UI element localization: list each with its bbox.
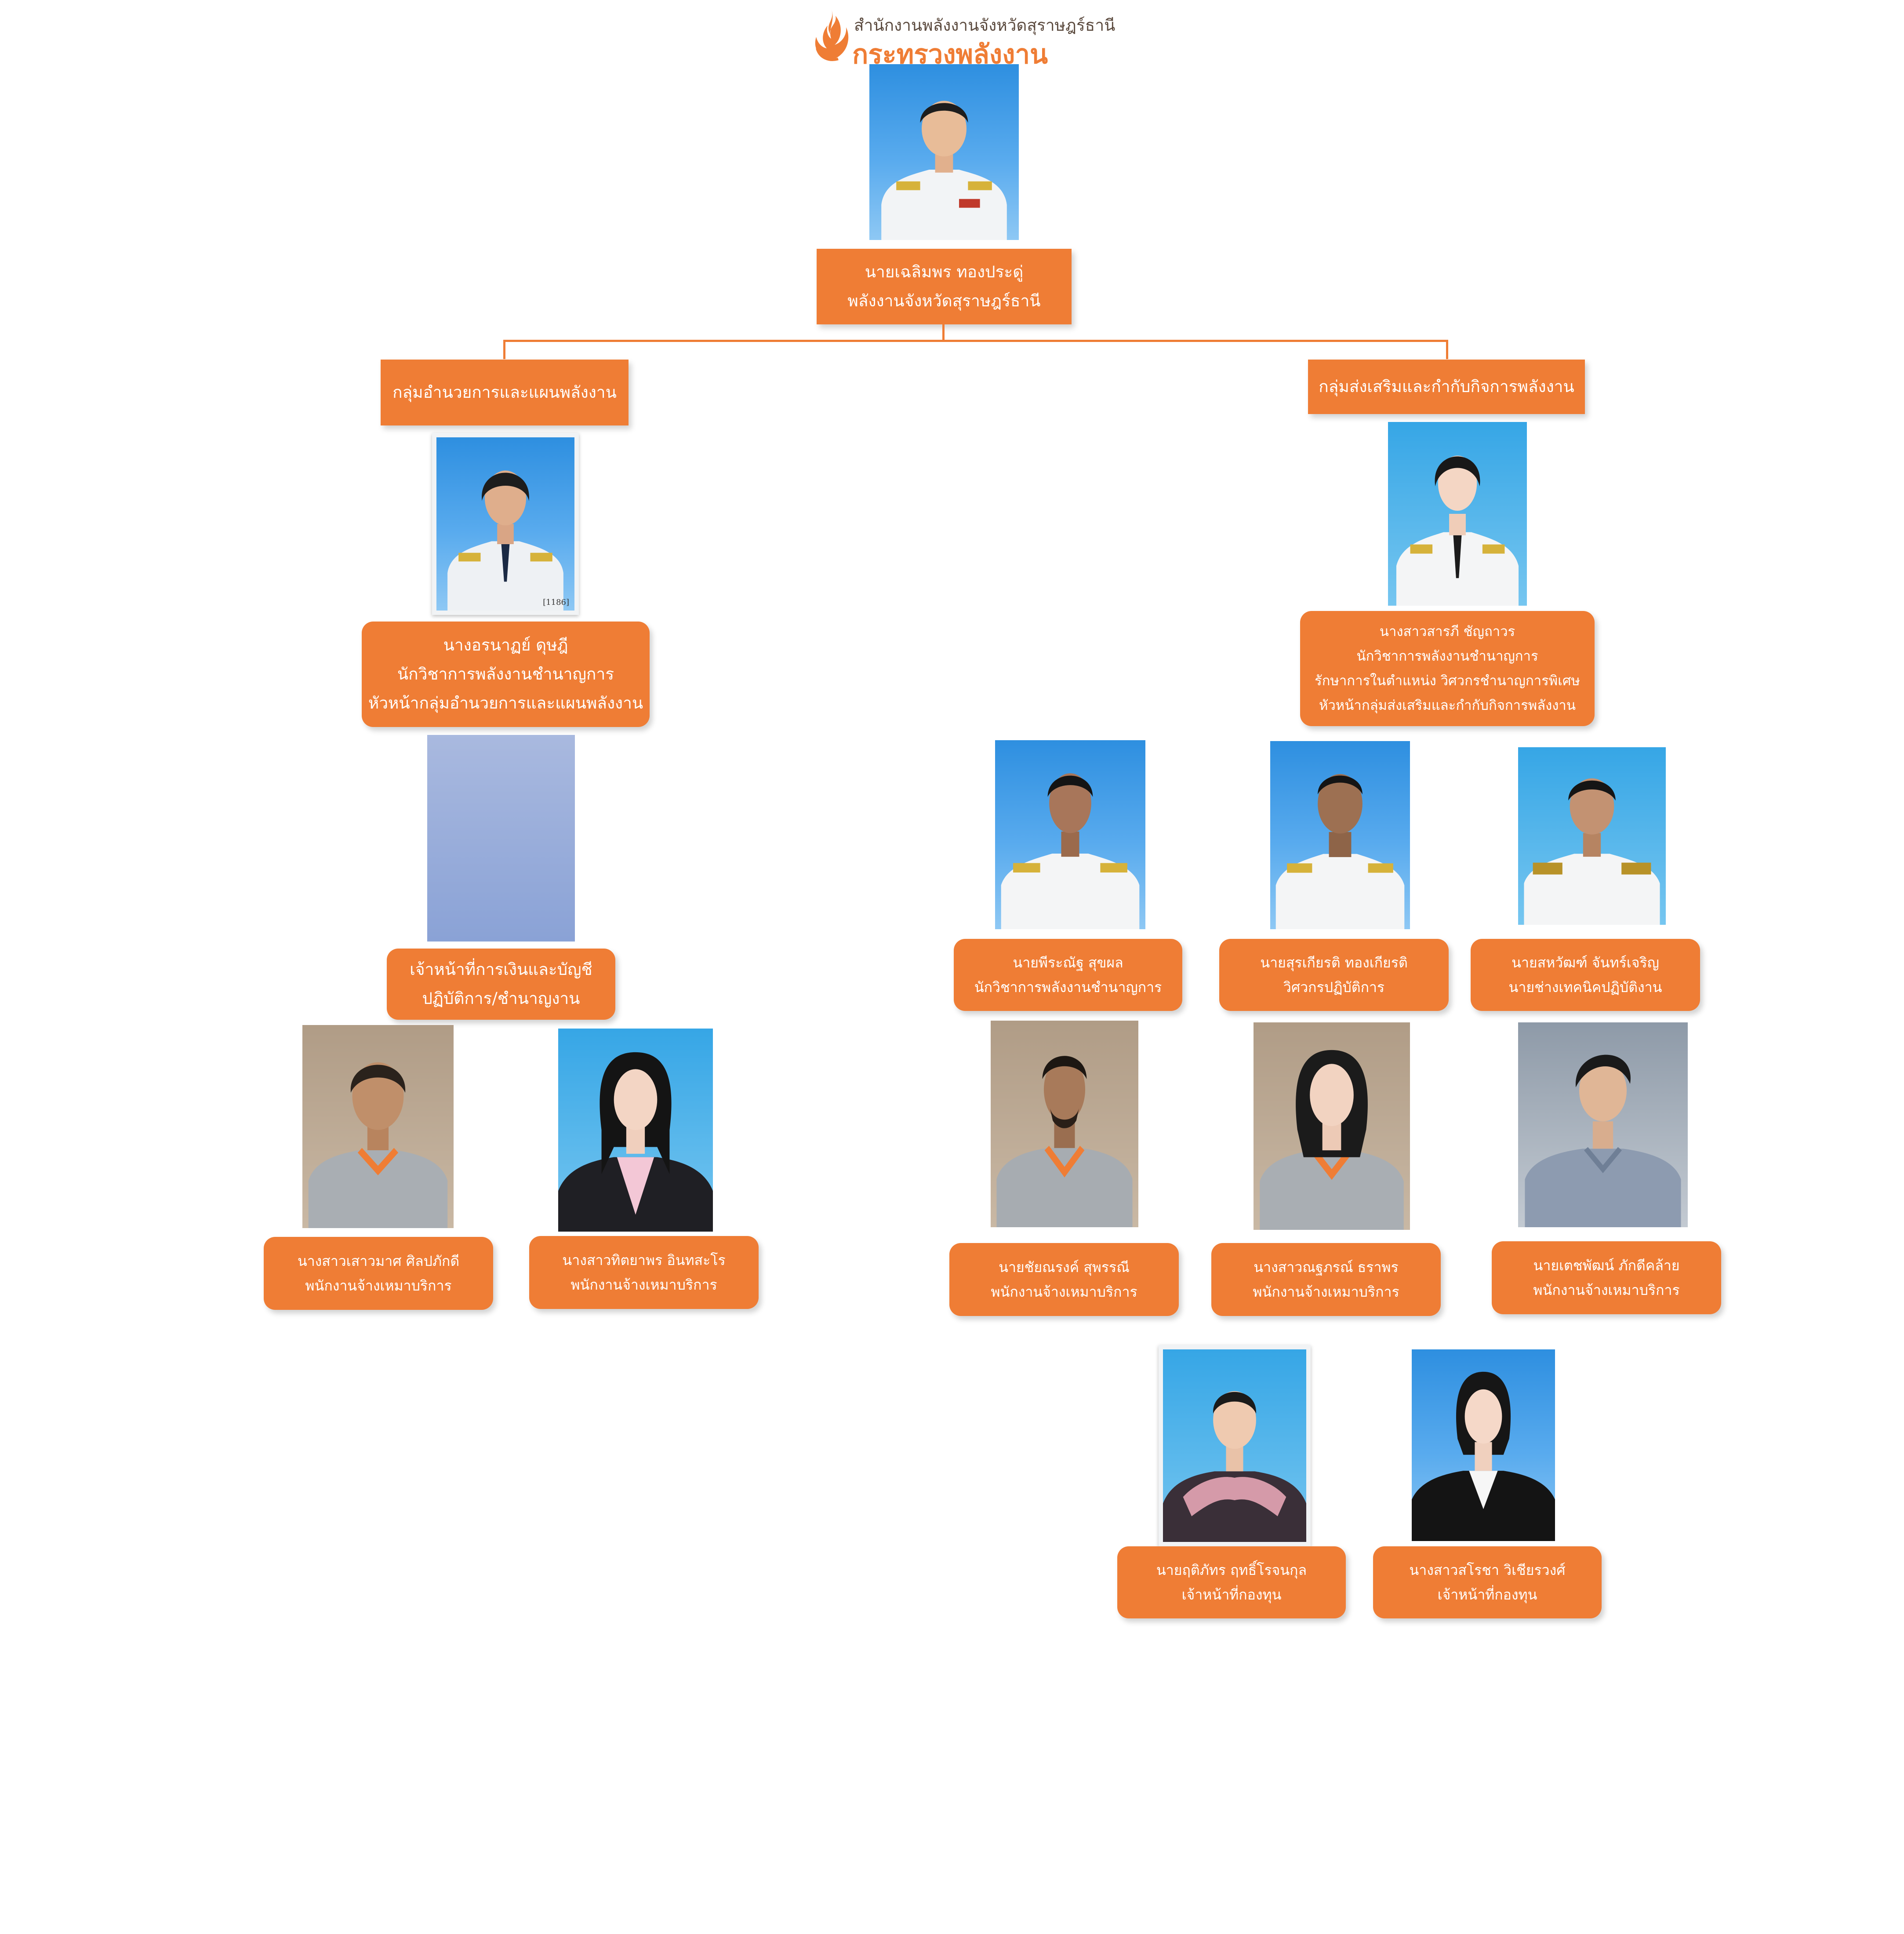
promotion-head-photo [1388,422,1527,606]
admin-staff-2-box: นางสาวทิตยาพร อินทสะโร พนักงานจ้างเหมาบร… [529,1236,759,1309]
admin-staff-1-title: พนักงานจ้างเหมาบริการ [305,1277,452,1294]
promotion-staff-1-name: นายชัยณรงค์ สุพรรณี [999,1259,1130,1276]
admin-head-box: นางอรนาฏย์ ดุษฎี นักวิชาการพลังงานชำนาญก… [362,622,650,727]
connector-horizontal [503,340,1448,342]
promotion-officer-3-photo [1518,747,1666,925]
promotion-staff-2-box: นางสาวณฐภรณ์ ธราพร พนักงานจ้างเหมาบริการ [1211,1243,1441,1316]
promotion-officer-1-title: นักวิชาการพลังงานชำนาญการ [974,979,1162,996]
promotion-staff-2-name: นางสาวณฐภรณ์ ธราพร [1254,1259,1399,1276]
fund-staff-1-title: เจ้าหน้าที่กองทุน [1181,1586,1282,1603]
promotion-staff-2-title: พนักงานจ้างเหมาบริการ [1253,1283,1399,1300]
admin-head-photo-caption: [1186] [543,598,569,607]
promotion-officer-1-photo [995,740,1145,929]
fund-staff-2-photo [1412,1349,1555,1541]
promotion-staff-3-photo [1518,1022,1688,1227]
connector-right-drop [1446,340,1448,359]
promotion-head-title: นักวิชาการพลังงานชำนาญการ [1356,648,1538,664]
group-admin: กลุ่มอำนวยการและแผนพลังงาน [381,360,629,425]
director-box: นายเฉลิมพร ทองประดู่ พลังงานจังหวัดสุราษ… [817,249,1072,324]
admin-head-photo: [1186] [432,433,579,615]
director-name: นายเฉลิมพร ทองประดู่ [865,262,1024,281]
promotion-officer-2-box: นายสุรเกียรติ ทองเกียรติ วิศวกรปฏิบัติกา… [1219,939,1449,1011]
group-promotion-label: กลุ่มส่งเสริมและกำกับกิจการพลังงาน [1319,377,1574,396]
promotion-staff-3-name: นายเตชพัฒน์ ภักดีคล้าย [1533,1257,1680,1274]
promotion-officer-3-box: นายสหวัฒฑ์ จันทร์เจริญ นายช่างเทคนิคปฏิบ… [1471,939,1700,1011]
flame-logo-icon [815,8,849,61]
promotion-officer-3-name: นายสหวัฒฑ์ จันทร์เจริญ [1512,954,1659,971]
promotion-officer-1-name: นายพีระณัฐ สุขผล [1013,954,1123,971]
promotion-head-name: นางสาวสารภี ชัญถาวร [1379,624,1515,640]
admin-staff-2-photo [558,1029,713,1232]
finance-photo-placeholder [427,735,575,942]
group-promotion: กลุ่มส่งเสริมและกำกับกิจการพลังงาน [1308,360,1585,414]
promotion-officer-2-photo [1270,741,1410,929]
group-admin-label: กลุ่มอำนวยการและแผนพลังงาน [392,383,617,402]
promotion-head-acting: รักษาการในตำแหน่ง วิศวกรชำนาญการพิเศษ [1315,673,1580,689]
director-photo [869,64,1019,240]
office-name: สำนักงานพลังงานจังหวัดสุราษฎร์ธานี [854,16,1116,35]
admin-head-name: นางอรนาฏย์ ดุษฎี [443,636,568,654]
header-logo: สำนักงานพลังงานจังหวัดสุราษฎร์ธานี กระทร… [811,6,1115,70]
fund-staff-1-name: นายฤติภัทร ฤทธิ์โรจนกุล [1156,1562,1307,1578]
admin-head-title: นักวิชาการพลังงานชำนาญการ [397,665,614,683]
promotion-head-box: นางสาวสารภี ชัญถาวร นักวิชาการพลังงานชำน… [1300,611,1595,726]
promotion-head-role: หัวหน้ากลุ่มส่งเสริมและกำกับกิจการพลังงา… [1319,698,1576,713]
fund-staff-1-photo [1159,1345,1311,1546]
promotion-officer-2-title: วิศวกรปฏิบัติการ [1283,979,1385,996]
promotion-officer-2-name: นายสุรเกียรติ ทองเกียรติ [1260,954,1408,971]
finance-line2: ปฏิบัติการ/ชำนาญงาน [422,989,580,1008]
promotion-staff-2-photo [1254,1022,1410,1230]
director-title: พลังงานจังหวัดสุราษฎร์ธานี [847,291,1041,310]
finance-line1: เจ้าหน้าที่การเงินและบัญชี [410,960,592,979]
connector-vertical-main [942,324,945,341]
promotion-staff-1-photo [991,1021,1138,1227]
admin-staff-1-photo [302,1025,454,1228]
promotion-staff-1-box: นายชัยณรงค์ สุพรรณี พนักงานจ้างเหมาบริกา… [949,1243,1179,1316]
promotion-staff-3-box: นายเตชพัฒน์ ภักดีคล้าย พนักงานจ้างเหมาบร… [1492,1241,1721,1314]
promotion-staff-3-title: พนักงานจ้างเหมาบริการ [1533,1282,1680,1298]
fund-staff-2-box: นางสาวสโรชา วิเชียรวงศ์ เจ้าหน้าที่กองทุ… [1373,1546,1602,1618]
connector-left-drop [503,340,505,359]
admin-staff-1-box: นางสาวเสาวมาศ ศิลปภักดี พนักงานจ้างเหมาบ… [264,1237,493,1310]
admin-staff-2-name: นางสาวทิตยาพร อินทสะโร [562,1252,726,1269]
promotion-officer-3-title: นายช่างเทคนิคปฏิบัติงาน [1508,979,1662,996]
promotion-officer-1-box: นายพีระณัฐ สุขผล นักวิชาการพลังงานชำนาญก… [954,939,1182,1011]
fund-staff-2-name: นางสาวสโรชา วิเชียรวงศ์ [1409,1562,1566,1578]
admin-staff-2-title: พนักงานจ้างเหมาบริการ [570,1276,717,1293]
promotion-staff-1-title: พนักงานจ้างเหมาบริการ [991,1283,1137,1300]
admin-staff-1-name: นางสาวเสาวมาศ ศิลปภักดี [297,1253,460,1269]
finance-box: เจ้าหน้าที่การเงินและบัญชี ปฏิบัติการ/ชำ… [387,949,615,1020]
admin-head-role: หัวหน้ากลุ่มอำนวยการและแผนพลังงาน [368,694,643,713]
fund-staff-1-box: นายฤติภัทร ฤทธิ์โรจนกุล เจ้าหน้าที่กองทุ… [1117,1546,1346,1618]
fund-staff-2-title: เจ้าหน้าที่กองทุน [1437,1586,1537,1603]
